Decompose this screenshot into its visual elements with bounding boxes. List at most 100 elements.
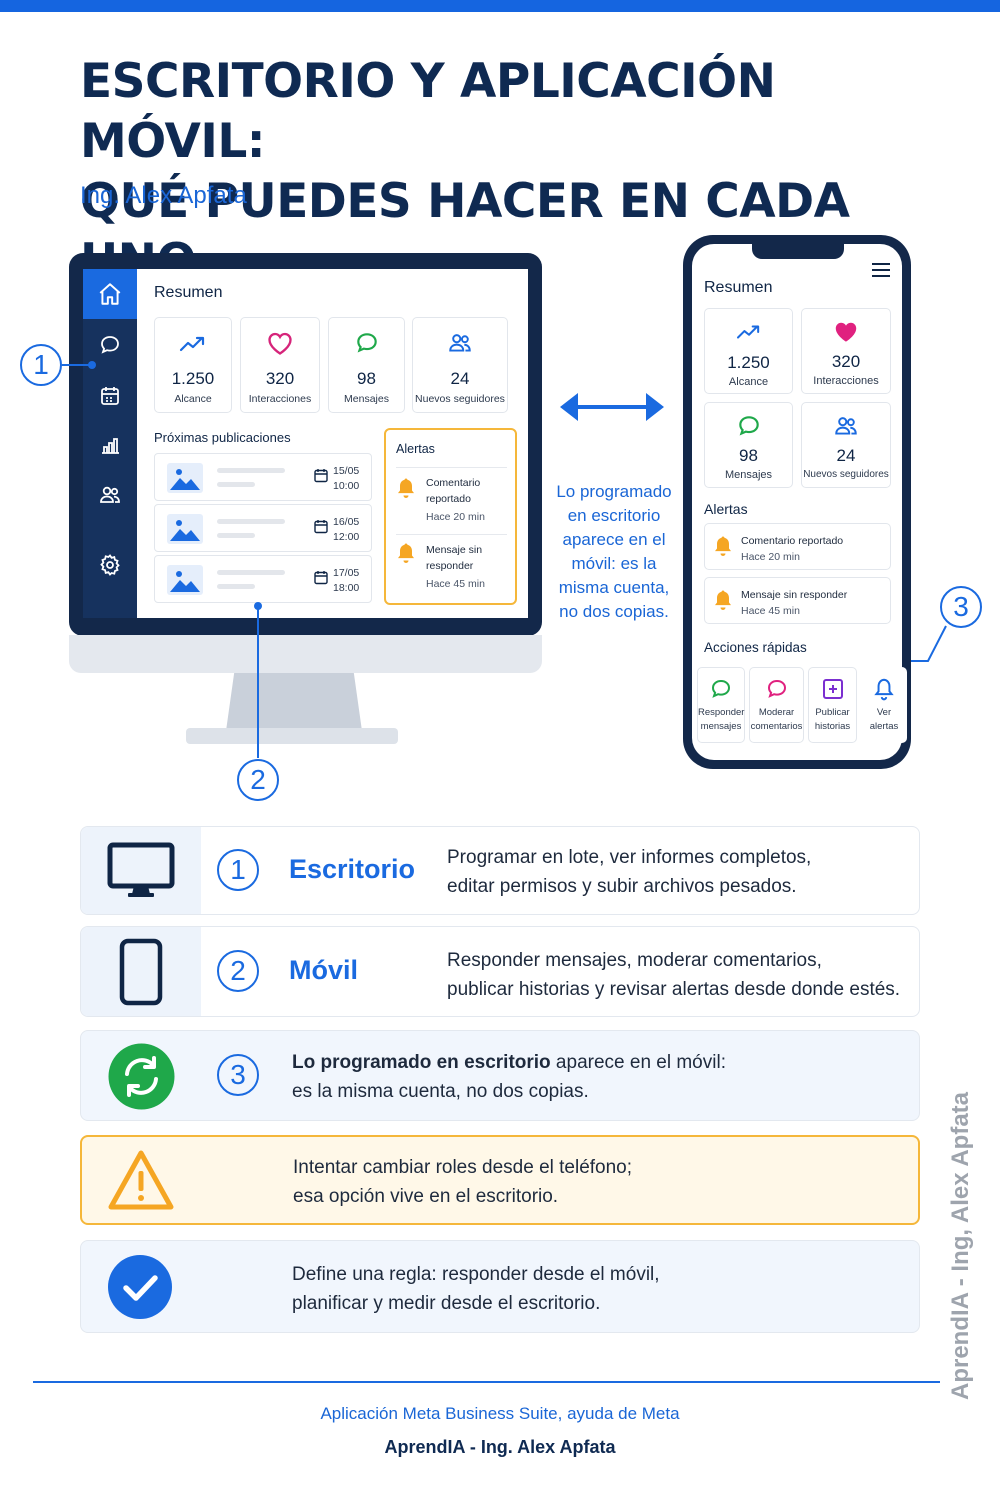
stat-value: 320 — [265, 369, 295, 388]
chat-icon — [711, 679, 731, 698]
calendar-icon — [314, 571, 328, 585]
desktop-summary-title: Resumen — [154, 284, 223, 301]
desktop-stat-interactions: 320 Interacciones — [240, 317, 320, 413]
stat-label: Mensajes — [724, 469, 773, 481]
stat-label: Alcance — [728, 376, 769, 388]
desktop-stat-messages: 98 Mensajes — [328, 317, 405, 413]
callout-3: 3 — [940, 586, 982, 628]
bell-icon — [715, 536, 731, 556]
image-icon — [167, 565, 203, 595]
gear-icon — [100, 554, 120, 576]
row-title: Móvil — [289, 955, 359, 985]
author-name: Ing. Alex Apfata — [80, 182, 247, 209]
stat-label: Nuevos seguidores — [415, 393, 505, 405]
chat-icon — [101, 336, 119, 354]
add-story-icon — [822, 679, 843, 699]
sidebar-calendar-button[interactable] — [95, 381, 125, 411]
warning-icon — [108, 1150, 174, 1210]
footer-divider — [33, 1381, 940, 1383]
stat-value: 1.250 — [171, 369, 215, 388]
sidebar-insights-button[interactable] — [95, 430, 125, 460]
upcoming-posts-title: Próximas publicaciones — [154, 430, 291, 445]
followers-icon — [835, 417, 857, 435]
monitor-stand-base — [186, 728, 398, 744]
footer-source: Aplicación Meta Business Suite, ayuda de… — [320, 1404, 680, 1423]
stat-label: Interacciones — [248, 393, 312, 405]
divider — [396, 534, 507, 535]
row-warning: Intentar cambiar roles desde el teléfono… — [80, 1135, 920, 1225]
row-description: Lo programado en escritorio aparece en e… — [292, 1052, 726, 1102]
row-description: Define una regla: responder desde el móv… — [292, 1264, 660, 1314]
heart-icon — [835, 322, 857, 342]
row-description: Intentar cambiar roles desde el teléfono… — [293, 1157, 633, 1207]
row-number: 1 — [217, 849, 259, 891]
row-title: Escritorio — [289, 854, 416, 884]
stat-value: 24 — [450, 369, 470, 388]
people-icon — [100, 486, 120, 503]
placeholder-line — [217, 519, 285, 524]
calendar-icon — [314, 520, 328, 534]
placeholder-line — [217, 584, 255, 589]
row-sync: 3 Lo programado en escritorio aparece en… — [80, 1030, 920, 1121]
mobile-stat-messages: 98 Mensajes — [704, 402, 793, 488]
stat-label: Nuevos seguidores — [803, 469, 889, 480]
footer-brand: AprendIA - Ing. Alex Apfata — [384, 1437, 616, 1457]
comment-icon — [767, 679, 786, 698]
stat-label: Mensajes — [344, 393, 389, 405]
vertical-watermark: AprendIA - Ing, Alex Apfata — [947, 1091, 974, 1400]
callout-2: 2 — [237, 759, 279, 801]
stat-value: 98 — [739, 446, 758, 465]
monitor-stand-neck — [226, 673, 362, 731]
stat-value: 24 — [836, 446, 856, 465]
sidebar-people-button[interactable] — [95, 480, 125, 510]
image-icon — [167, 514, 203, 544]
mobile-stat-followers: 24 Nuevos seguidores — [801, 402, 891, 488]
bell-outline-icon — [874, 678, 894, 701]
monitor-icon — [107, 842, 175, 897]
trend-icon — [736, 325, 759, 339]
divider — [396, 467, 507, 468]
followers-icon — [449, 334, 471, 352]
stat-value: 98 — [357, 369, 376, 388]
sidebar-home-button[interactable] — [83, 269, 137, 319]
stat-value: 320 — [831, 352, 861, 371]
heart-icon — [268, 332, 292, 355]
calendar-icon — [314, 469, 328, 483]
row-icon-cell — [81, 927, 201, 1016]
row-icon-cell — [81, 827, 201, 914]
check-icon — [108, 1255, 172, 1319]
desktop-stat-reach: 1.250 Alcance — [154, 317, 232, 413]
row-number: 2 — [217, 950, 259, 992]
sidebar-messages-button[interactable] — [95, 330, 125, 360]
mobile-summary-title: Resumen — [704, 279, 773, 296]
row-description: Responder mensajes, moderar comentarios,… — [447, 950, 901, 1000]
row-number: 3 — [217, 1054, 259, 1096]
bell-icon — [715, 590, 731, 610]
bar-chart-icon — [102, 438, 119, 454]
placeholder-line — [217, 570, 285, 575]
placeholder-line — [217, 482, 255, 487]
sidebar-settings-button[interactable] — [95, 550, 125, 580]
mobile-stat-reach: 1.250 Alcance — [704, 308, 793, 394]
hamburger-menu-icon[interactable] — [871, 262, 891, 278]
stat-label: Interacciones — [813, 375, 879, 387]
stat-value: 1.250 — [727, 353, 770, 372]
stat-label: Alcance — [174, 393, 212, 405]
title-line-1: ESCRITORIO Y APLICACIÓN MÓVIL: — [80, 54, 776, 169]
monitor-chin — [69, 635, 542, 673]
